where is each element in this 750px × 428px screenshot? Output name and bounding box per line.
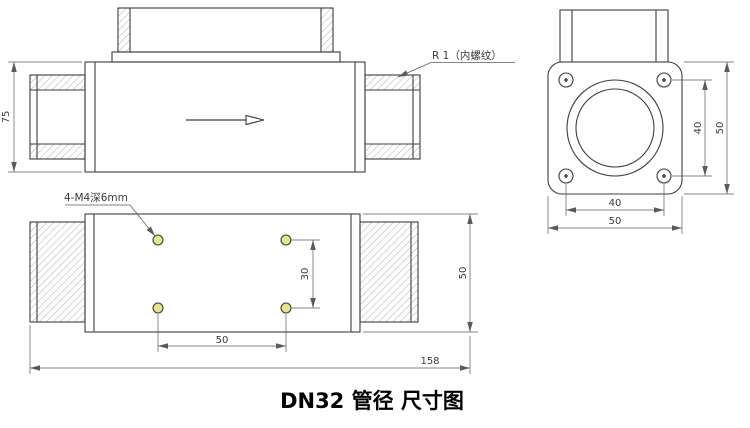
- side-view-top-port: [111, 7, 341, 63]
- side-view-left-port: [29, 74, 86, 160]
- mounting-holes: [152, 234, 292, 314]
- flow-direction-arrow: [186, 114, 265, 126]
- mounting-holes-note: 4-M4深6mm: [64, 192, 128, 204]
- top-view-dimensions: [29, 204, 478, 374]
- mounting-hole: [280, 234, 292, 246]
- dim-hole-spacing-vertical-end: 40: [693, 122, 704, 135]
- dim-overall-height-end: 50: [715, 122, 726, 135]
- side-view-body: [84, 61, 366, 173]
- side-view: [29, 7, 421, 173]
- mounting-hole: [280, 302, 292, 314]
- page-title: DN32 管径 尺寸图: [280, 389, 464, 413]
- dim-body-height: 75: [1, 111, 12, 124]
- top-view: [29, 213, 419, 333]
- dim-hole-spacing-vertical-top: 30: [300, 268, 311, 281]
- top-view-left-port: [29, 221, 86, 323]
- top-view-right-port: [359, 221, 419, 323]
- end-view-bore: [566, 79, 664, 177]
- end-view-top-port: [559, 9, 669, 63]
- thread-spec-note: R 1（内螺纹）: [432, 49, 502, 62]
- side-view-dimensions: [8, 61, 515, 173]
- side-view-right-port: [364, 74, 421, 160]
- end-view-dimensions: [547, 61, 734, 234]
- dim-body-width-top: 50: [458, 267, 469, 280]
- dim-hole-spacing-horizontal-end: 40: [609, 198, 622, 209]
- mounting-hole: [152, 302, 164, 314]
- dim-hole-spacing-horizontal-top: 50: [216, 335, 229, 346]
- mounting-hole: [152, 234, 164, 246]
- end-view: [547, 9, 683, 195]
- top-view-body: [84, 213, 361, 333]
- dim-overall-width-end: 50: [609, 216, 622, 227]
- end-view-flange: [547, 61, 683, 195]
- dim-overall-length: 158: [420, 356, 439, 367]
- end-view-bolt-holes: [558, 72, 672, 184]
